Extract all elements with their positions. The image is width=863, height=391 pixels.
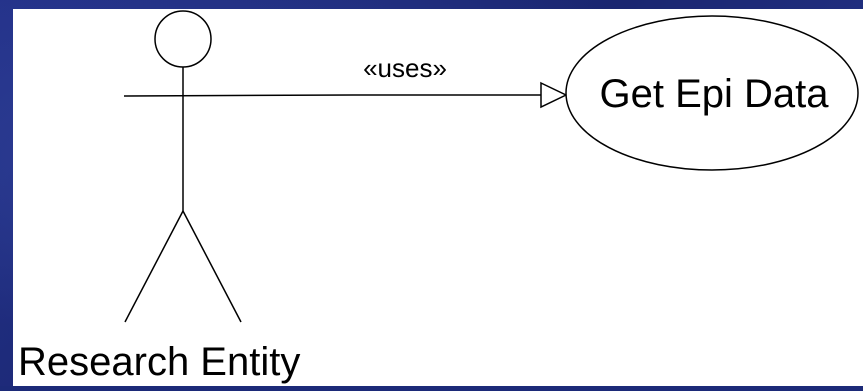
diagram-canvas: «uses» Get Epi Data Research Entity xyxy=(13,9,863,386)
use-case-diagram: «uses» Get Epi Data Research Entity xyxy=(18,10,859,384)
actor-left-leg xyxy=(124,210,184,323)
use-case-label: Get Epi Data xyxy=(599,72,829,116)
actor-head xyxy=(154,10,212,68)
use-case-ellipse xyxy=(565,15,859,171)
actor-label: Research Entity xyxy=(18,340,300,384)
actor-figure xyxy=(123,10,354,323)
actor-arms xyxy=(123,94,354,97)
arrow-head-icon xyxy=(540,81,568,109)
stereotype-label: «uses» xyxy=(363,53,447,83)
uses-association xyxy=(353,81,568,109)
actor-right-leg xyxy=(182,210,242,323)
